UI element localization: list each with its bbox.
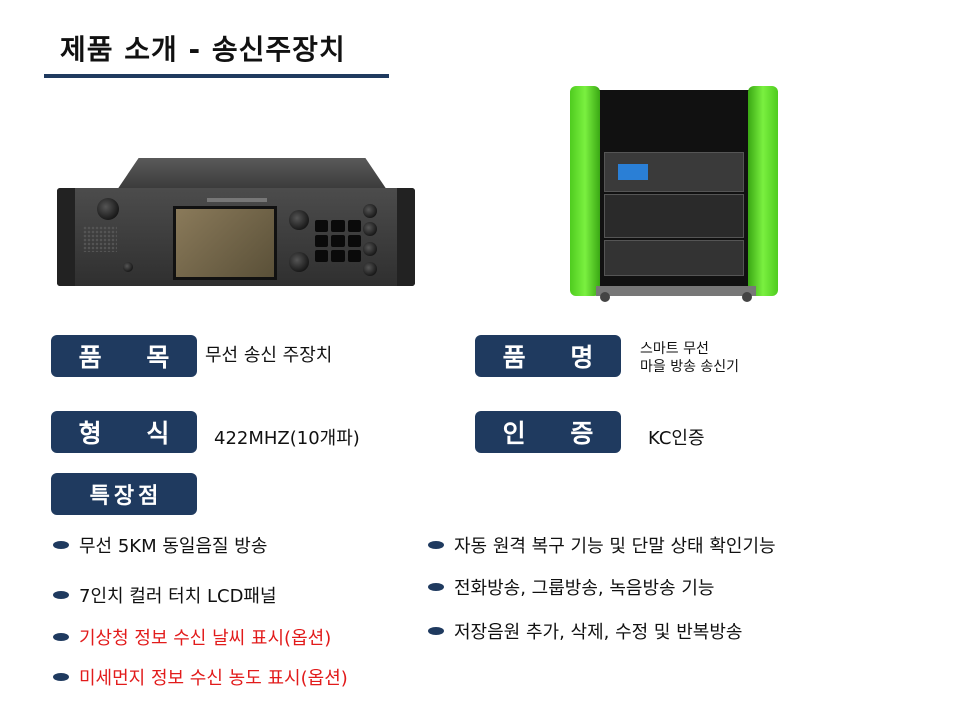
- type-label: 형 식: [51, 411, 197, 453]
- name-value-line1: 스마트 무선: [640, 341, 709, 357]
- features-label: 특장점: [51, 473, 197, 515]
- name-label: 품 명: [475, 335, 621, 377]
- bullet-icon: [53, 673, 69, 681]
- page-title: 제품 소개 - 송신주장치: [60, 33, 346, 66]
- bullet-icon: [53, 541, 69, 549]
- lcd-screen: [173, 206, 277, 280]
- bullet-icon: [428, 583, 444, 591]
- cert-label: 인 증: [475, 411, 621, 453]
- bullet-icon: [428, 541, 444, 549]
- name-value-line2: 마을 방송 송신기: [640, 359, 740, 375]
- item-label: 품 목: [51, 335, 197, 377]
- bullet-icon: [53, 591, 69, 599]
- cabinet-image: [570, 86, 778, 304]
- cert-value: KC인증: [648, 428, 705, 449]
- bullet-icon: [53, 633, 69, 641]
- feature-item-option: 미세먼지 정보 수신 농도 표시(옵션): [53, 664, 348, 690]
- title-underline: [44, 74, 389, 78]
- feature-item: 7인치 컬러 터치 LCD패널: [53, 582, 277, 608]
- feature-item: 무선 5KM 동일음질 방송: [53, 532, 267, 558]
- bullet-icon: [428, 627, 444, 635]
- type-value: 422MHZ(10개파): [214, 428, 360, 449]
- feature-item: 전화방송, 그룹방송, 녹음방송 기능: [428, 574, 714, 600]
- feature-item: 자동 원격 복구 기능 및 단말 상태 확인기능: [428, 532, 776, 558]
- transmitter-device-image: [57, 158, 415, 286]
- item-value: 무선 송신 주장치: [205, 345, 333, 366]
- feature-item-option: 기상청 정보 수신 날씨 표시(옵션): [53, 624, 331, 650]
- feature-item: 저장음원 추가, 삭제, 수정 및 반복방송: [428, 618, 742, 644]
